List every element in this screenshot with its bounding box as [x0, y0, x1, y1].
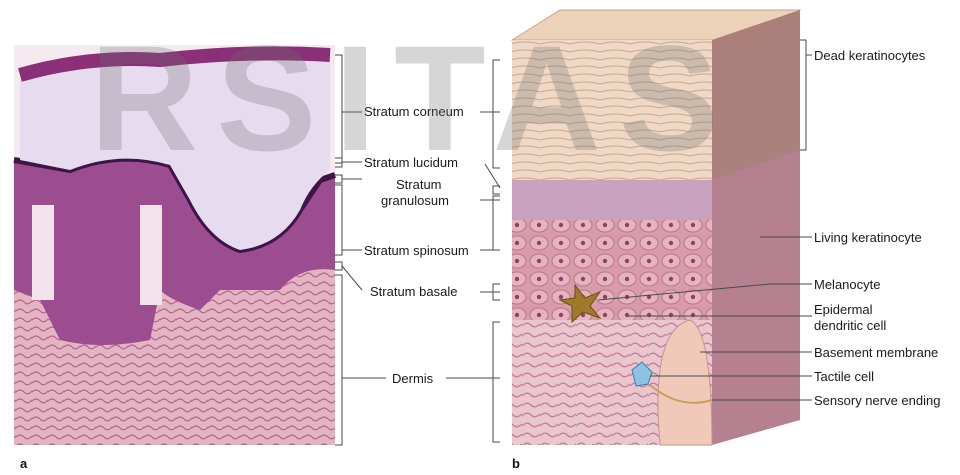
label-dermis: Dermis	[392, 371, 434, 386]
label-melanocyte: Melanocyte	[814, 277, 880, 292]
label-stratum-basale: Stratum basale	[370, 284, 457, 299]
panel-letter-b: b	[512, 456, 520, 471]
granular-layer	[512, 180, 712, 220]
label-living-keratinocyte: Living keratinocyte	[814, 230, 922, 245]
living-keratinocyte-layer	[512, 220, 712, 320]
right-labels: Dead keratinocytes Living keratinocyte M…	[814, 48, 940, 408]
label-tactile-cell: Tactile cell	[814, 369, 874, 384]
label-basement-membrane: Basement membrane	[814, 345, 938, 360]
label-epidermal-dendritic-line1: Epidermal	[814, 302, 873, 317]
label-epidermal-dendritic-line2: dendritic cell	[814, 318, 886, 333]
panel-letter-a: a	[20, 456, 28, 471]
label-stratum-spinosum: Stratum spinosum	[364, 243, 469, 258]
label-sensory-nerve-ending: Sensory nerve ending	[814, 393, 940, 408]
label-stratum-granulosum-line2: granulosum	[381, 193, 449, 208]
label-dead-keratinocytes: Dead keratinocytes	[814, 48, 926, 63]
papilla-b	[140, 205, 162, 305]
watermark: RSITAS	[90, 14, 737, 182]
papilla-a	[32, 205, 54, 300]
